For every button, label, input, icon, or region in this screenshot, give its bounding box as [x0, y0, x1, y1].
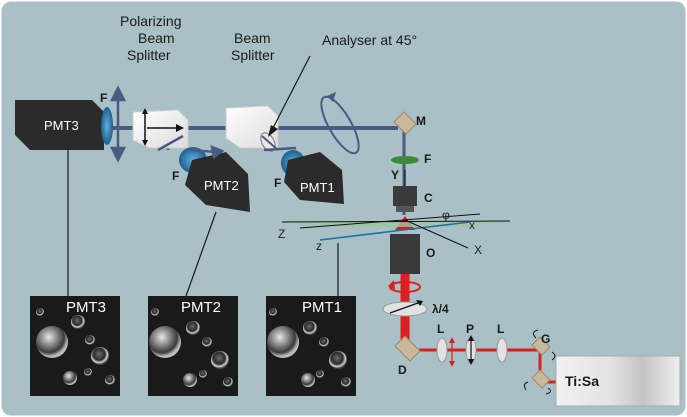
filter-label-pmt2: F	[172, 169, 179, 183]
quarter-wave-plate	[382, 300, 428, 317]
image-panel-pmt3: PMT3	[30, 296, 120, 396]
condenser-label: C	[424, 191, 433, 205]
image-panel-pmt2: PMT2	[148, 296, 238, 396]
dichroic-mirror	[394, 335, 421, 362]
filter-green	[391, 156, 419, 164]
polarization-ellipse	[320, 95, 360, 155]
filter-label-green: F	[424, 152, 431, 166]
axis-x-big: X	[474, 243, 482, 257]
galvo-label: G	[541, 332, 550, 346]
sample-plane	[281, 213, 511, 249]
mirror-label: M	[416, 114, 426, 128]
lens-2	[496, 337, 508, 363]
galvo-mirrors	[523, 329, 556, 395]
filter-label-pmt3: F	[100, 91, 107, 105]
image-panel-pmt1: PMT1	[266, 296, 356, 396]
pbs-label-line3: Splitter	[127, 47, 171, 63]
filter-label-pmt1: F	[274, 176, 281, 190]
pmt1-label: PMT1	[300, 180, 335, 195]
laser-label: Ti:Sa	[565, 373, 599, 389]
polarizer-label: P	[466, 322, 474, 336]
lens1-pol-arrowhead-top	[449, 337, 455, 343]
analyser-label: Analyser at 45°	[322, 32, 417, 48]
lens-2-label: L	[497, 322, 504, 336]
y-label: Y	[391, 168, 399, 182]
pmt2-polarization-arrows	[157, 134, 225, 160]
pmt1-arrow-line	[263, 146, 297, 152]
analyser-pointer-arrow	[268, 125, 278, 137]
objective-label: O	[426, 246, 435, 260]
pbs-label-line1: Polarizing	[120, 13, 181, 29]
pmt3-label: PMT3	[44, 118, 79, 133]
pmt1-detector: PMT1	[281, 150, 344, 204]
image-label-pmt3: PMT3	[66, 299, 106, 316]
dichroic-label: D	[398, 363, 407, 377]
image-label-pmt2: PMT2	[181, 299, 221, 316]
analyser-pointer	[271, 55, 311, 131]
lens-1	[436, 337, 448, 363]
bs-label-line1: Beam	[234, 30, 271, 46]
quarter-wave-label: λ/4	[432, 302, 449, 316]
axis-z-small: z	[316, 239, 322, 253]
phi-label: φ	[442, 208, 450, 222]
polarizer	[465, 335, 477, 365]
pbs-label-line2: Beam	[138, 30, 175, 46]
axis-z-big: Z	[278, 227, 285, 241]
laser-source: Ti:Sa	[555, 355, 681, 407]
image-label-pmt1: PMT1	[302, 299, 342, 316]
polarization-arrowhead	[327, 92, 336, 102]
circular-polarization-arrow	[388, 280, 395, 290]
lens1-pol-arrowhead-bottom	[449, 361, 455, 367]
pmt2-detector: PMT2	[179, 147, 250, 212]
mirror	[393, 111, 417, 135]
lens-1-label: L	[437, 322, 444, 336]
axis-x-small: x	[469, 218, 475, 232]
leader-pmt2	[185, 211, 217, 297]
pmt2-label: PMT2	[204, 178, 239, 193]
pmt3-lens	[101, 107, 113, 145]
condenser	[393, 186, 417, 212]
polarizing-beam-splitter	[132, 108, 189, 149]
bs-label-line2: Splitter	[231, 47, 275, 63]
pmt3-detector: PMT3	[15, 100, 104, 150]
objective	[390, 234, 420, 274]
pmt3-polarization-arrows	[109, 85, 127, 163]
